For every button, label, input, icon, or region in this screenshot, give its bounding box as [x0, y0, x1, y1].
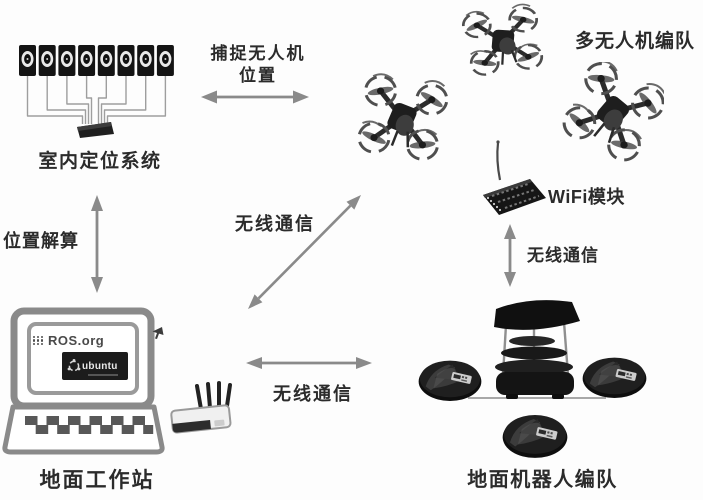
wireless-uav-label: 无线通信: [235, 214, 315, 234]
wifi-module-icon: [483, 140, 546, 215]
turtlebot-icon: [468, 300, 606, 399]
cursor-icon: [152, 327, 164, 339]
capture-arrow: [201, 90, 309, 104]
indoor-positioning-label: 室内定位系统: [38, 151, 162, 172]
uav-fleet-label: 多无人机编队: [575, 31, 696, 52]
wireless-robots-arrow: [504, 224, 516, 287]
camera-wires: [26, 76, 167, 124]
position-solving-arrow: [91, 195, 103, 293]
capture-label-line2: 位置: [239, 66, 277, 85]
drone-icon: [352, 70, 452, 166]
wifi-module-label: WiFi模块: [548, 187, 625, 207]
ground-station-label: 地面工作站: [39, 469, 155, 492]
wireless-ground-arrow: [246, 357, 372, 369]
ubuntu-logo-text: ubuntu: [82, 360, 118, 372]
ground-robots-label: 地面机器人编队: [467, 469, 618, 491]
drone-icon: [562, 62, 664, 162]
ground-robots-icon: [418, 300, 647, 458]
wireless-robots-label: 无线通信: [527, 246, 599, 265]
ubuntu-circle-icon: [67, 359, 81, 372]
vacuum-robot-icon: [502, 415, 568, 458]
router-icon: [170, 381, 232, 434]
ros-logo-text: ROS.org: [48, 333, 105, 348]
ros-logo: ROS.org: [33, 333, 104, 348]
keyboard-keys: [25, 416, 154, 434]
position-solving-label: 位置解算: [3, 231, 79, 251]
capture-hub-icon: [77, 122, 114, 138]
drone-icon: [458, 2, 548, 80]
ubuntu-tagline: [88, 374, 118, 376]
ros-dots-icon: [33, 336, 44, 345]
capture-label-line1: 捕捉无人机: [210, 44, 306, 63]
vacuum-robot-icon: [582, 357, 647, 398]
wireless-uav-arrow: [248, 195, 361, 309]
ubuntu-logo: ubuntu: [62, 352, 128, 380]
wireless-ground-label: 无线通信: [273, 384, 353, 404]
vacuum-robot-icon: [418, 360, 482, 401]
camera-units: [19, 45, 174, 76]
camera-array-icon: [19, 45, 174, 138]
